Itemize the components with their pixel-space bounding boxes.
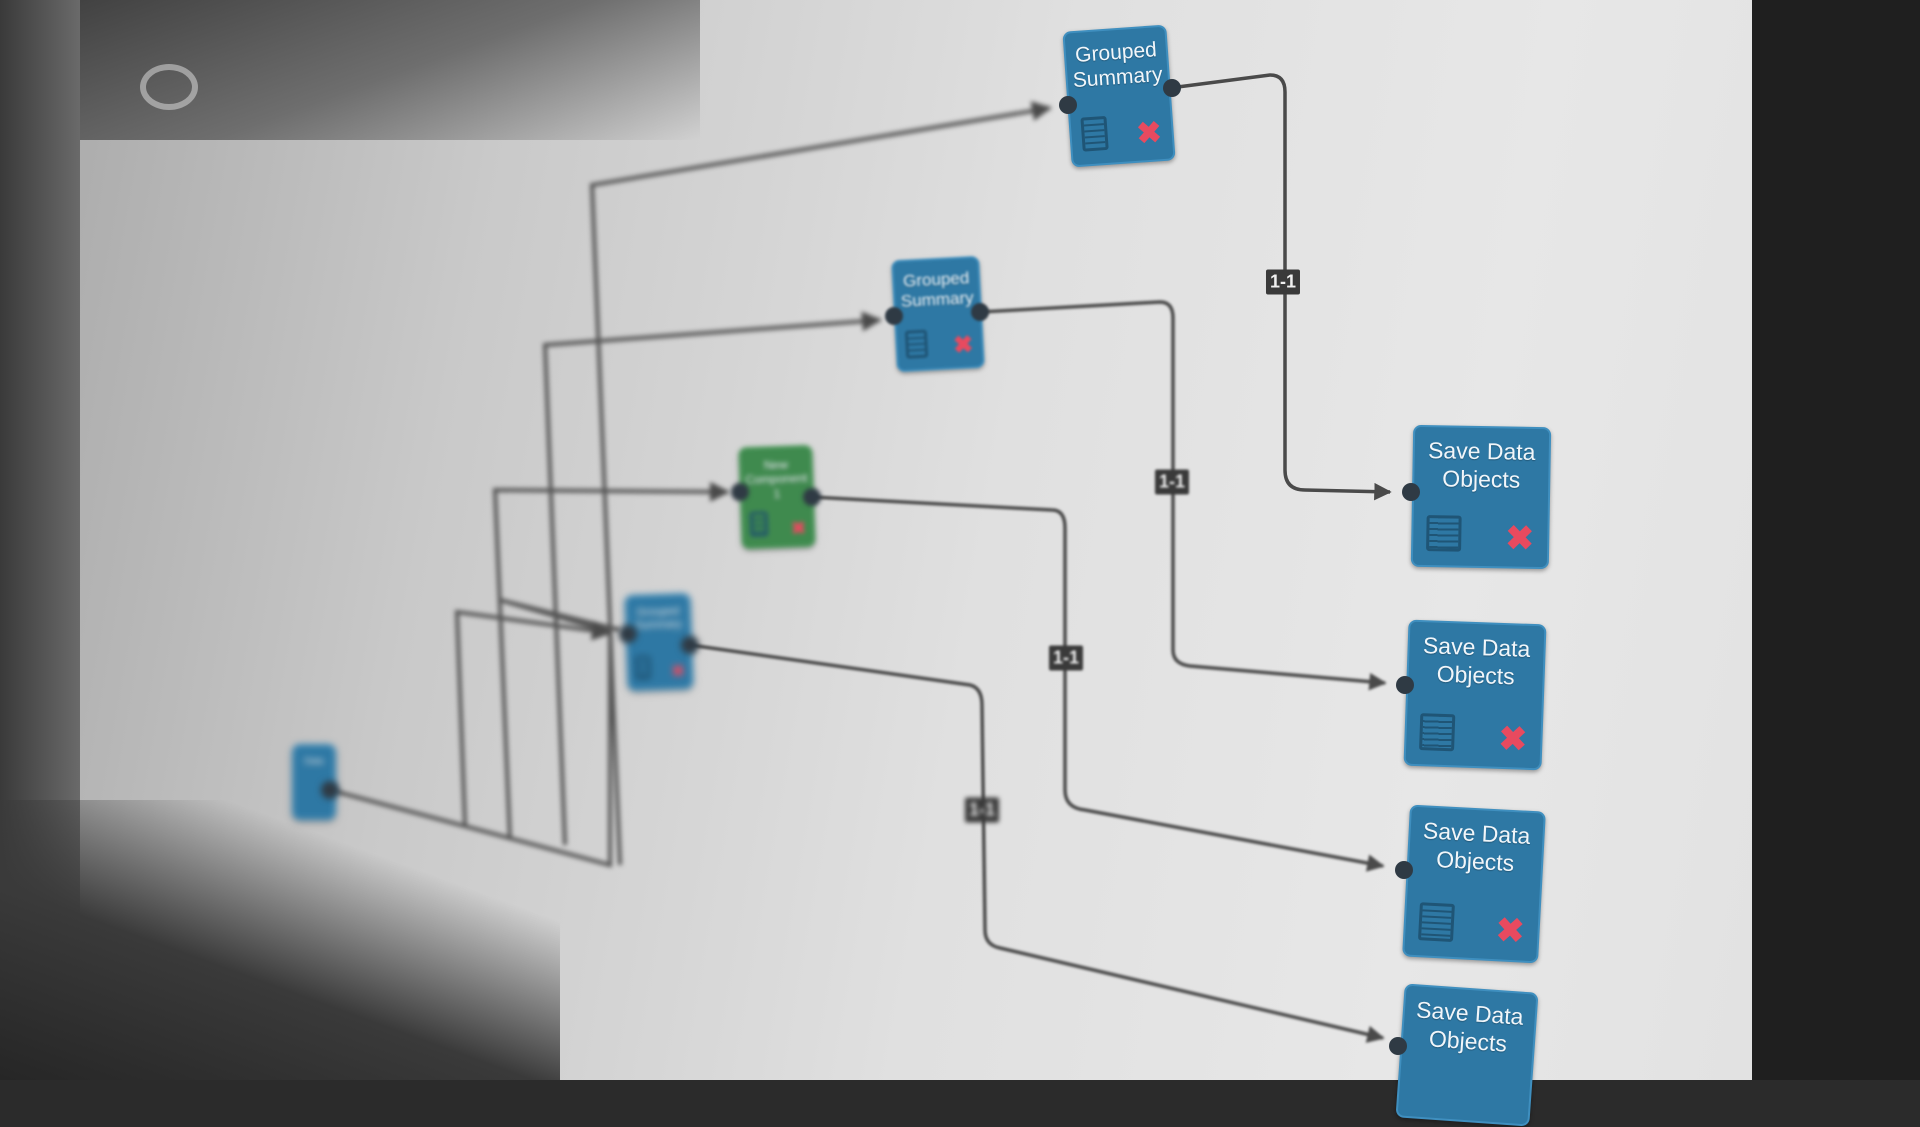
node-title: Save Data Objects bbox=[1415, 996, 1525, 1057]
input-port[interactable] bbox=[1059, 96, 1077, 114]
edge-source-gs2[interactable] bbox=[542, 311, 882, 846]
input-port[interactable] bbox=[731, 483, 749, 501]
edge-label[interactable]: 1-1 bbox=[1265, 269, 1301, 295]
output-port[interactable] bbox=[681, 636, 699, 654]
edit-icon[interactable] bbox=[1426, 515, 1462, 552]
edit-icon[interactable] bbox=[1080, 115, 1109, 152]
output-port[interactable] bbox=[803, 488, 821, 506]
output-port[interactable] bbox=[971, 303, 989, 321]
edge-source-gs3b[interactable] bbox=[454, 609, 612, 826]
node-title: Grouped Summary bbox=[1072, 38, 1164, 93]
node-save-data-objects-1[interactable]: Save Data Objects ✖ bbox=[1410, 424, 1552, 570]
edit-icon[interactable] bbox=[634, 655, 652, 680]
node-title: Data bbox=[304, 756, 324, 766]
node-save-data-objects-2[interactable]: Save Data Objects ✖ bbox=[1403, 619, 1547, 771]
delete-icon[interactable]: ✖ bbox=[952, 331, 974, 360]
app-toolbar bbox=[0, 0, 700, 140]
connection-layer bbox=[329, 73, 1392, 1043]
edit-icon[interactable] bbox=[1418, 901, 1455, 943]
edit-icon[interactable] bbox=[905, 329, 929, 359]
input-port[interactable] bbox=[1396, 676, 1414, 694]
input-port[interactable] bbox=[885, 307, 903, 325]
edit-icon[interactable] bbox=[1419, 713, 1456, 752]
input-port[interactable] bbox=[1402, 483, 1420, 501]
delete-icon[interactable]: ✖ bbox=[790, 518, 807, 539]
node-title: Grouped Summary bbox=[634, 605, 683, 633]
input-port[interactable] bbox=[1395, 861, 1413, 879]
edit-icon[interactable] bbox=[749, 511, 769, 538]
node-save-data-objects-3[interactable]: Save Data Objects ✖ bbox=[1402, 804, 1546, 964]
edge-label[interactable]: 1-1 bbox=[964, 797, 1000, 823]
node-grouped-summary-1[interactable]: Grouped Summary ✖ bbox=[1062, 24, 1176, 168]
delete-icon[interactable]: ✖ bbox=[1494, 911, 1526, 951]
delete-icon[interactable]: ✖ bbox=[671, 662, 686, 681]
input-port[interactable] bbox=[1389, 1037, 1407, 1055]
edge-source-gs3[interactable] bbox=[329, 598, 621, 868]
input-port[interactable] bbox=[619, 625, 637, 643]
node-title: Save Data Objects bbox=[1422, 632, 1531, 689]
source-connections bbox=[329, 101, 1052, 868]
node-title: Save Data Objects bbox=[1427, 437, 1536, 493]
node-title: New Component 1 bbox=[745, 457, 808, 501]
output-port[interactable] bbox=[1163, 79, 1181, 97]
monitor-frame-corner bbox=[0, 800, 560, 1080]
delete-icon[interactable]: ✖ bbox=[1135, 116, 1163, 152]
node-title: Grouped Summary bbox=[900, 268, 975, 312]
delete-icon[interactable]: ✖ bbox=[1497, 719, 1528, 759]
monitor-bezel bbox=[1752, 0, 1920, 1080]
edge-label[interactable]: 1-1 bbox=[1154, 469, 1190, 495]
delete-icon[interactable]: ✖ bbox=[1505, 519, 1535, 558]
edge-new-save3[interactable] bbox=[811, 495, 1385, 872]
edge-gs3-save4[interactable] bbox=[689, 643, 1385, 1043]
node-title: Save Data Objects bbox=[1422, 817, 1531, 876]
edge-source-new[interactable] bbox=[492, 481, 730, 841]
output-connections bbox=[689, 73, 1392, 1043]
edge-label[interactable]: 1-1 bbox=[1048, 645, 1084, 671]
app-logo-icon bbox=[140, 64, 198, 110]
output-port[interactable] bbox=[321, 781, 339, 799]
node-save-data-objects-4[interactable]: Save Data Objects bbox=[1395, 983, 1539, 1127]
